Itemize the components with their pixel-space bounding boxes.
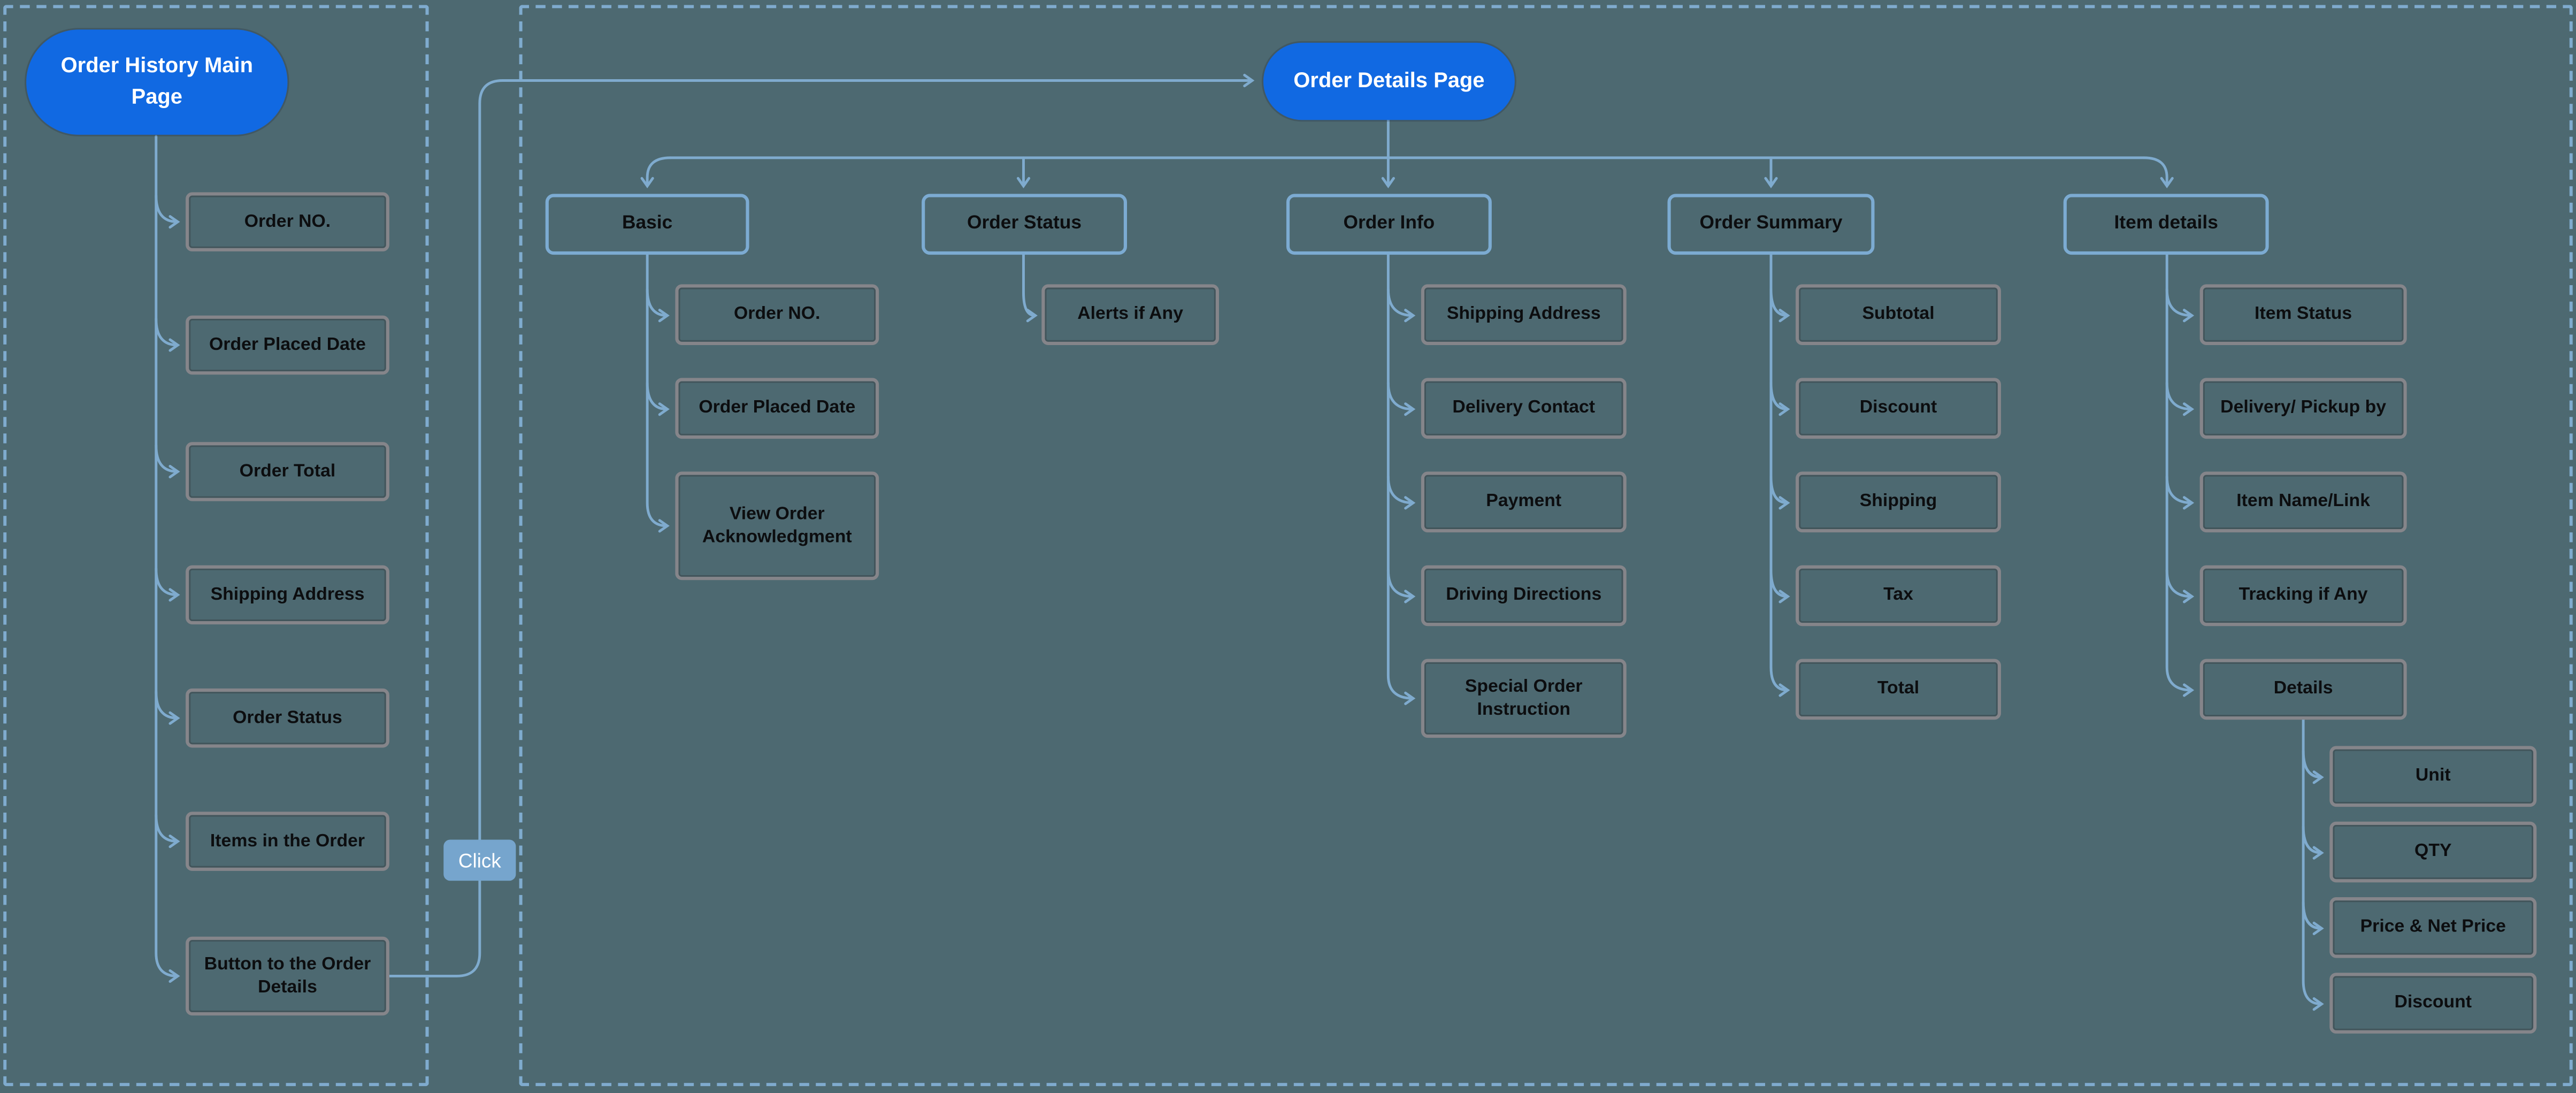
node-tax[interactable]: Tax [1796, 565, 2001, 626]
node-label: Order Placed Date [699, 398, 856, 418]
group-label: Order Summary [1699, 213, 1843, 234]
node-label: Alerts if Any [1077, 304, 1184, 325]
node-payment[interactable]: Payment [1421, 471, 1627, 533]
node-item-status[interactable]: Item Status [2199, 284, 2407, 345]
group-label: Order Info [1343, 213, 1435, 234]
order-details-frame [519, 5, 2573, 1087]
node-label: QTY [2414, 842, 2452, 862]
node-label: Price & Net Price [2360, 917, 2506, 937]
node-label: Order Status [233, 708, 342, 728]
node-item-name-link[interactable]: Item Name/Link [2199, 471, 2407, 533]
node-button-to-order-details[interactable]: Button to the Order Details [186, 936, 389, 1016]
node-order-history-page[interactable]: Order History Main Page [26, 29, 288, 135]
node-label: Delivery/ Pickup by [2220, 398, 2387, 418]
group-label: Item details [2114, 213, 2218, 234]
node-view-order-acknowledgment[interactable]: View Order Acknowledgment [675, 471, 879, 580]
node-label: Payment [1486, 492, 1562, 512]
node-label: Item Name/Link [2236, 492, 2371, 512]
node-label: Unit [2415, 766, 2451, 786]
node-label: Details [2273, 679, 2333, 699]
node-subtotal[interactable]: Subtotal [1796, 284, 2001, 345]
node-order-details-page[interactable]: Order Details Page [1263, 42, 1515, 120]
node-delivery-contact[interactable]: Delivery Contact [1421, 378, 1627, 439]
node-label: Delivery Contact [1452, 398, 1596, 418]
node-items-in-order[interactable]: Items in the Order [186, 812, 389, 871]
click-badge-label: Click [458, 849, 501, 872]
node-label: Discount [2394, 993, 2472, 1013]
order-details-page-label: Order Details Page [1293, 67, 1485, 93]
node-qty[interactable]: QTY [2329, 821, 2537, 883]
node-label: Tracking if Any [2238, 585, 2368, 606]
node-price-net-price[interactable]: Price & Net Price [2329, 897, 2537, 958]
node-special-order-instruction[interactable]: Special Order Instruction [1421, 659, 1627, 738]
node-order-no[interactable]: Order NO. [186, 192, 389, 251]
node-label: Order Total [239, 461, 336, 481]
node-order-status[interactable]: Order Status [186, 688, 389, 748]
group-label: Basic [622, 213, 673, 234]
node-discount[interactable]: Discount [1796, 378, 2001, 439]
node-label: Total [1877, 679, 1920, 699]
node-label: Shipping Address [1446, 304, 1601, 325]
node-driving-directions[interactable]: Driving Directions [1421, 565, 1627, 626]
node-label: Button to the Order Details [204, 954, 371, 998]
node-order-placed-date[interactable]: Order Placed Date [186, 315, 389, 375]
node-group-basic[interactable]: Basic [545, 194, 749, 255]
node-delivery-pickup-by[interactable]: Delivery/ Pickup by [2199, 378, 2407, 439]
node-item-discount[interactable]: Discount [2329, 973, 2537, 1034]
node-group-order-summary[interactable]: Order Summary [1667, 194, 1875, 255]
node-total[interactable]: Total [1796, 659, 2001, 720]
node-group-item-details[interactable]: Item details [2063, 194, 2269, 255]
node-label: Discount [1859, 398, 1937, 418]
order-history-frame [3, 5, 429, 1087]
node-basic-order-placed-date[interactable]: Order Placed Date [675, 378, 879, 439]
node-shipping-address[interactable]: Shipping Address [186, 565, 389, 625]
node-alerts-if-any[interactable]: Alerts if Any [1041, 284, 1219, 345]
node-label: Items in the Order [210, 831, 365, 851]
node-label: Special Order Instruction [1465, 676, 1583, 720]
node-details[interactable]: Details [2199, 659, 2407, 720]
node-label: Shipping [1859, 492, 1937, 512]
node-label: Item Status [2255, 304, 2352, 325]
node-label: Shipping Address [210, 584, 365, 605]
click-badge[interactable]: Click [443, 839, 516, 881]
node-tracking-if-any[interactable]: Tracking if Any [2199, 565, 2407, 626]
node-label: Order NO. [734, 304, 821, 325]
node-label: Subtotal [1862, 304, 1935, 325]
node-order-total[interactable]: Order Total [186, 442, 389, 501]
node-unit[interactable]: Unit [2329, 746, 2537, 807]
node-label: Driving Directions [1446, 585, 1602, 606]
node-label: Tax [1883, 585, 1913, 606]
node-basic-order-no[interactable]: Order NO. [675, 284, 879, 345]
node-shipping[interactable]: Shipping [1796, 471, 2001, 533]
node-group-order-info[interactable]: Order Info [1286, 194, 1492, 255]
order-history-page-label: Order History Main Page [60, 52, 254, 109]
node-label: Order NO. [244, 211, 331, 232]
node-label: Order Placed Date [209, 335, 366, 355]
group-label: Order Status [967, 213, 1082, 234]
node-oi-shipping-address[interactable]: Shipping Address [1421, 284, 1627, 345]
node-label: View Order Acknowledgment [702, 504, 852, 547]
node-group-order-status[interactable]: Order Status [922, 194, 1127, 255]
